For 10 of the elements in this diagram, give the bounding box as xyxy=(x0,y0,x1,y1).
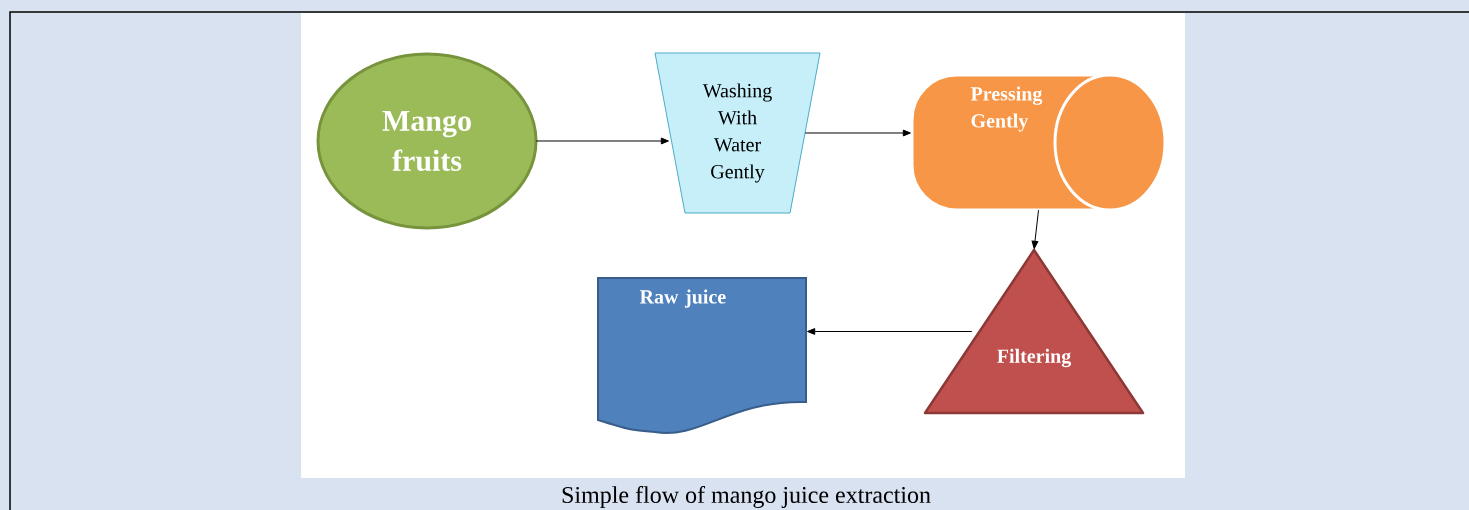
arrow xyxy=(807,328,973,335)
cylinder-node: Pressing Gently xyxy=(910,73,1167,212)
ellipse-node: Mango fruits xyxy=(316,52,538,230)
caption: Simple flow of mango juice extraction xyxy=(562,485,931,509)
arrow xyxy=(535,137,669,145)
arrow xyxy=(1031,209,1039,249)
document-node: Raw juice xyxy=(597,277,807,435)
arrow xyxy=(804,129,911,137)
triangle-node: Filtering xyxy=(923,248,1145,415)
trapezoid-node: Washing With Water Gently xyxy=(654,52,821,214)
